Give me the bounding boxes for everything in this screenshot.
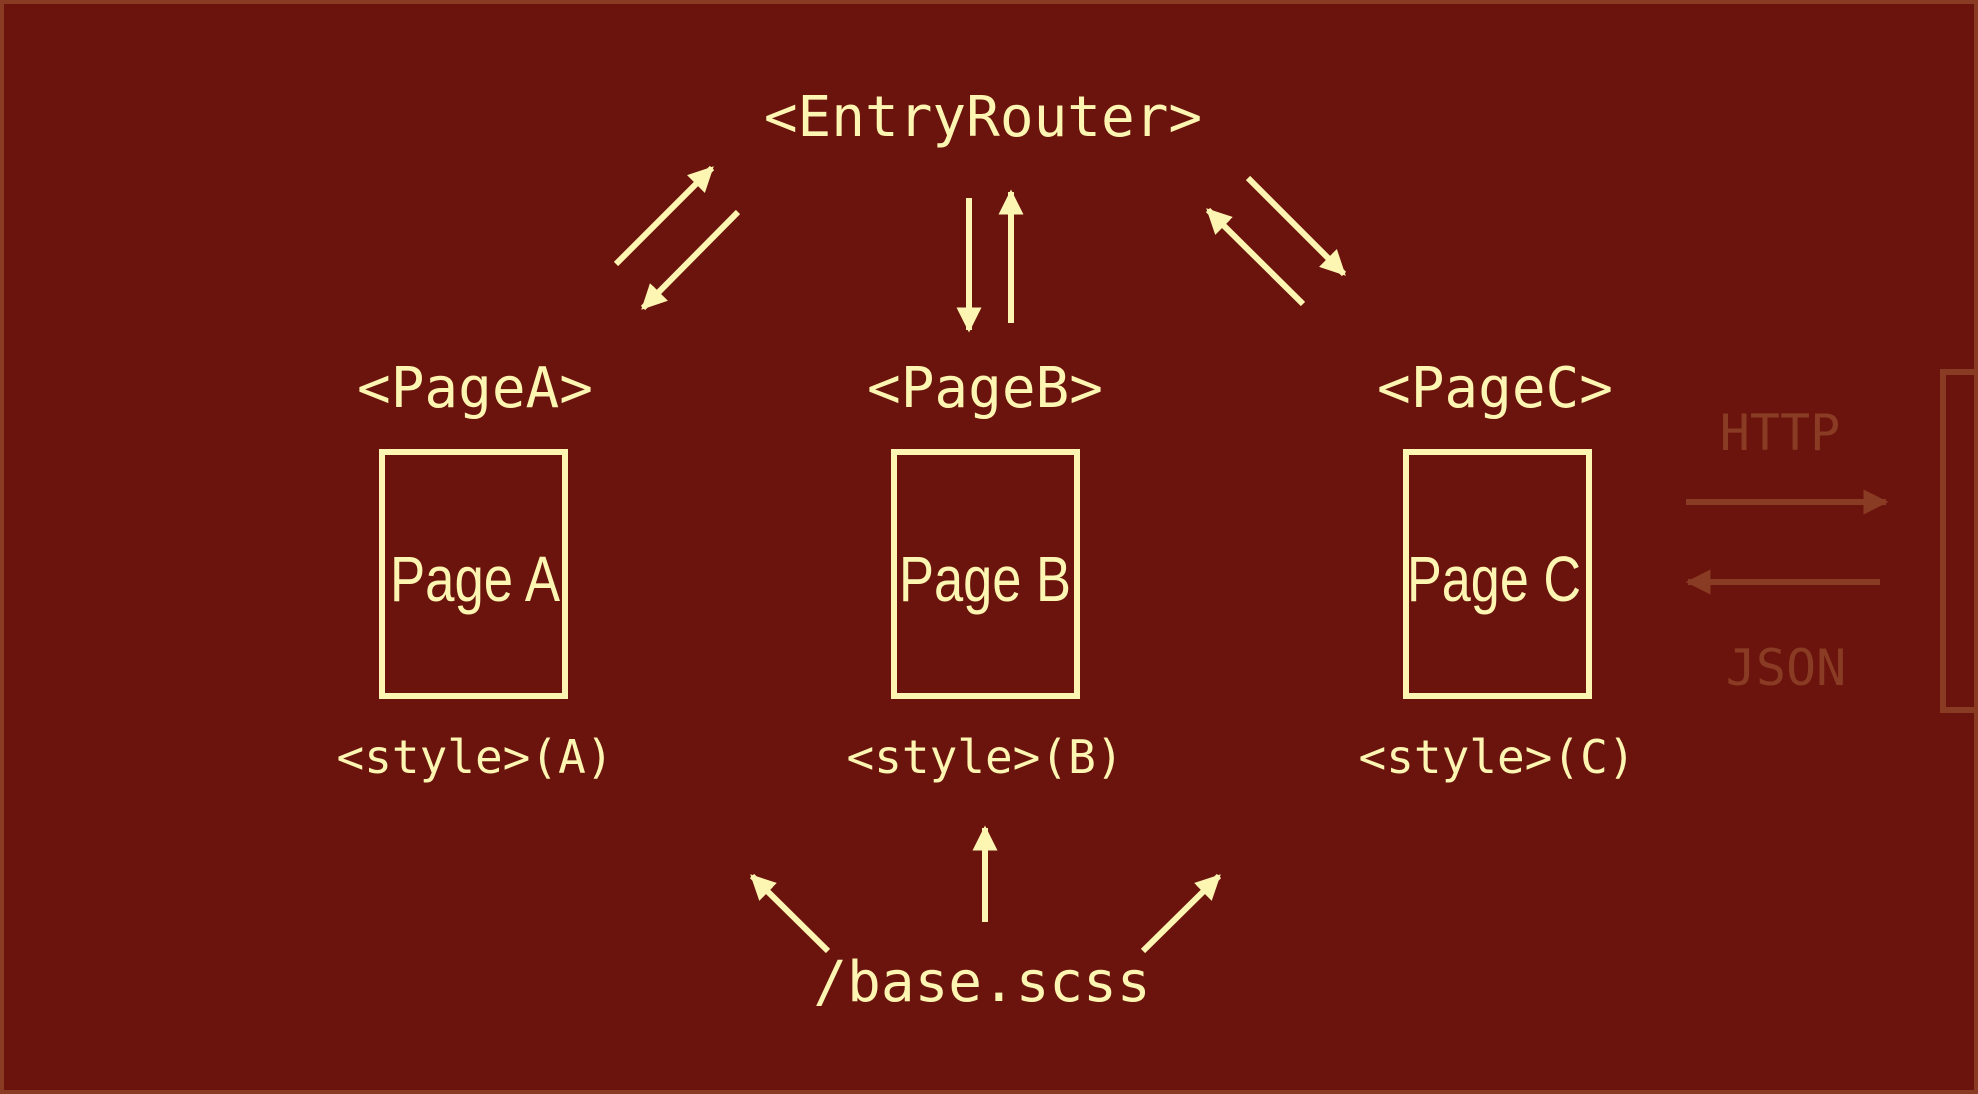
server-exchange: HTTP JSON [1685,369,1978,713]
http-label: HTTP [1720,404,1840,462]
page-b-box [891,449,1080,699]
page-a-box-label: Page A [390,543,560,615]
arrow-base-to-style-a [749,873,831,954]
base-scss-arrows [749,825,1222,954]
arrow-page-c-to-router [1205,207,1306,307]
page-c-node: <PageC> Page C <style>(C) [1359,356,1636,784]
arrow-router-to-page-c [1245,175,1347,277]
page-b-style-label: <style>(B) [847,730,1124,784]
arrow-page-a-to-router [613,165,715,267]
page-a-style-label: <style>(A) [337,730,614,784]
page-b-box-label: Page B [899,543,1071,615]
json-label: JSON [1726,639,1846,697]
page-a-node: <PageA> Page A <style>(A) [337,356,614,784]
router-page-c-arrows [1205,175,1347,307]
page-c-box-label: Page C [1407,543,1581,615]
page-b-tag: <PageB> [867,356,1103,421]
page-c-style-label: <style>(C) [1359,730,1636,784]
server-box [1940,369,1978,713]
page-c-box [1403,449,1592,699]
router-page-a-arrows [613,165,741,311]
arrow-base-to-style-c [1140,873,1222,954]
arrow-router-to-page-a [640,209,741,311]
page-a-tag: <PageA> [357,356,593,421]
page-a-box [379,449,568,699]
router-page-b-arrows [956,189,1024,333]
base-scss-label: /base.scss [813,950,1150,1015]
page-b-node: <PageB> Page B <style>(B) [847,356,1124,784]
page-c-tag: <PageC> [1377,356,1613,421]
router-label: <EntryRouter> [764,85,1202,150]
